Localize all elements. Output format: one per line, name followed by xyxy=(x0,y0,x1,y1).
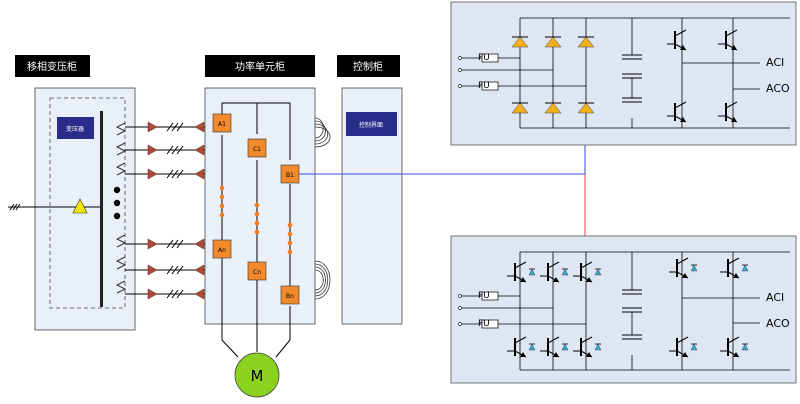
feeder-4 xyxy=(125,238,213,250)
igbt-icon xyxy=(507,261,536,283)
transformer-label: 变压器 xyxy=(66,125,84,133)
igbt-icon xyxy=(718,101,738,123)
feeder-fuse-icon xyxy=(194,168,205,180)
motor-circle xyxy=(234,352,280,398)
igbt-icon xyxy=(573,261,602,283)
unit-c1: C1 xyxy=(247,138,267,158)
bottom-igbt-switches xyxy=(507,257,749,358)
feeder-fuse-icon xyxy=(194,238,205,250)
diode-icon xyxy=(577,36,595,48)
cable-bundles xyxy=(314,117,331,300)
input-triangle xyxy=(72,198,88,214)
igbt-icon xyxy=(540,336,569,358)
header-power-unit-cabinet xyxy=(205,55,315,77)
phase-bus-lines xyxy=(221,102,291,340)
unit-a1-label: A1 xyxy=(218,121,226,128)
bottom-fuse-1 xyxy=(481,291,499,301)
feeder-fuse-icon xyxy=(147,264,158,276)
bottom-fuse-2 xyxy=(481,319,499,329)
igbt-icon xyxy=(667,29,687,51)
diode-icon xyxy=(511,102,529,114)
igbt-icon xyxy=(540,261,569,283)
bottom-panel-box xyxy=(450,235,797,384)
motor: M xyxy=(221,339,291,398)
top-igbt-switches xyxy=(667,29,738,123)
top-output-aci-label: ACI xyxy=(766,56,784,69)
motor-label: M xyxy=(251,367,264,385)
igbt-icon xyxy=(667,101,687,123)
diode-icon xyxy=(544,102,562,114)
top-inverter-panel: FU FU ACI ACO xyxy=(450,1,797,146)
transformer-cabinet: 变压器 xyxy=(8,87,136,331)
control-panel-label: 控制界面 xyxy=(359,121,383,129)
signal-links xyxy=(299,145,586,236)
header-power-unit-label: 功率单元柜 xyxy=(235,60,285,73)
igbt-icon xyxy=(669,336,698,358)
unit-bn-label: Bn xyxy=(286,293,294,300)
unit-an: An xyxy=(212,239,232,259)
top-fuse-2 xyxy=(481,81,499,91)
transformer-dashed-outline xyxy=(49,97,126,309)
top-rectifier-diodes xyxy=(511,36,595,114)
feeder-fuse-icon xyxy=(194,264,205,276)
motor-lead-left xyxy=(221,339,239,358)
winding-ellipsis-dots xyxy=(113,186,121,220)
unit-cn-label: Cn xyxy=(253,269,261,276)
feeder-fuse-icon xyxy=(147,168,158,180)
motor-lead-right xyxy=(275,339,291,358)
bottom-panel-capacitors xyxy=(622,289,642,340)
input-phase-marks xyxy=(9,203,21,211)
unit-bn: Bn xyxy=(280,285,300,305)
feeder-fuse-icon xyxy=(147,144,158,156)
header-control-cabinet xyxy=(337,55,400,77)
bottom-output-aci-label: ACI xyxy=(766,291,784,304)
bottom-panel-terminals xyxy=(458,294,462,326)
unit-c1-label: C1 xyxy=(253,146,261,153)
bottom-panel-wiring xyxy=(460,251,790,371)
bottom-fuse-2-label: FU xyxy=(478,319,490,329)
igbt-icon xyxy=(507,336,536,358)
top-fuse-1-label: FU xyxy=(478,53,490,63)
unit-cn: Cn xyxy=(247,261,267,281)
unit-ellipsis-dots xyxy=(219,185,293,255)
igbt-icon xyxy=(669,257,698,279)
header-transformer-label: 移相变压柜 xyxy=(27,60,77,73)
primary-winding-bar xyxy=(100,111,103,307)
top-output-aco-label: ACO xyxy=(766,82,790,95)
igbt-icon xyxy=(718,29,738,51)
top-fuse-1 xyxy=(481,53,499,63)
feeder-fuse-icon xyxy=(147,288,158,300)
header-transformer-cabinet xyxy=(15,55,90,77)
unit-an-label: An xyxy=(218,247,226,254)
bottom-fuse-1-label: FU xyxy=(478,291,490,301)
top-fuse-2-label: FU xyxy=(478,81,490,91)
control-panel-box xyxy=(346,112,397,136)
bottom-inverter-panel: FU FU ACI ACO xyxy=(450,235,797,384)
unit-a1: A1 xyxy=(212,113,232,133)
igbt-icon xyxy=(720,336,749,358)
bottom-output-aco-label: ACO xyxy=(766,317,790,330)
cabinet-headers: 移相变压柜 功率单元柜 控制柜 xyxy=(15,55,400,77)
unit-b1-label: B1 xyxy=(286,172,294,179)
feeder-fuse-icon xyxy=(147,238,158,250)
feeder-fuse-icon xyxy=(194,121,205,133)
top-panel-terminals xyxy=(458,56,462,88)
top-panel-capacitors xyxy=(622,54,642,103)
feeder-fuse-icon xyxy=(194,144,205,156)
diode-icon xyxy=(544,36,562,48)
feeder-fuse-icon xyxy=(147,121,158,133)
diode-icon xyxy=(577,102,595,114)
feeder-fuse-icon xyxy=(194,288,205,300)
power-unit-cabinet: A1 C1 B1 An Cn Bn xyxy=(204,87,316,340)
igbt-icon xyxy=(573,336,602,358)
igbt-icon xyxy=(720,257,749,279)
secondary-windings xyxy=(115,122,127,294)
unit-b1: B1 xyxy=(280,164,300,184)
diode-icon xyxy=(511,36,529,48)
transformer-label-box xyxy=(57,117,94,139)
control-cabinet: 控制界面 xyxy=(341,87,403,325)
feeder-1 xyxy=(125,121,213,133)
header-control-label: 控制柜 xyxy=(353,60,383,73)
